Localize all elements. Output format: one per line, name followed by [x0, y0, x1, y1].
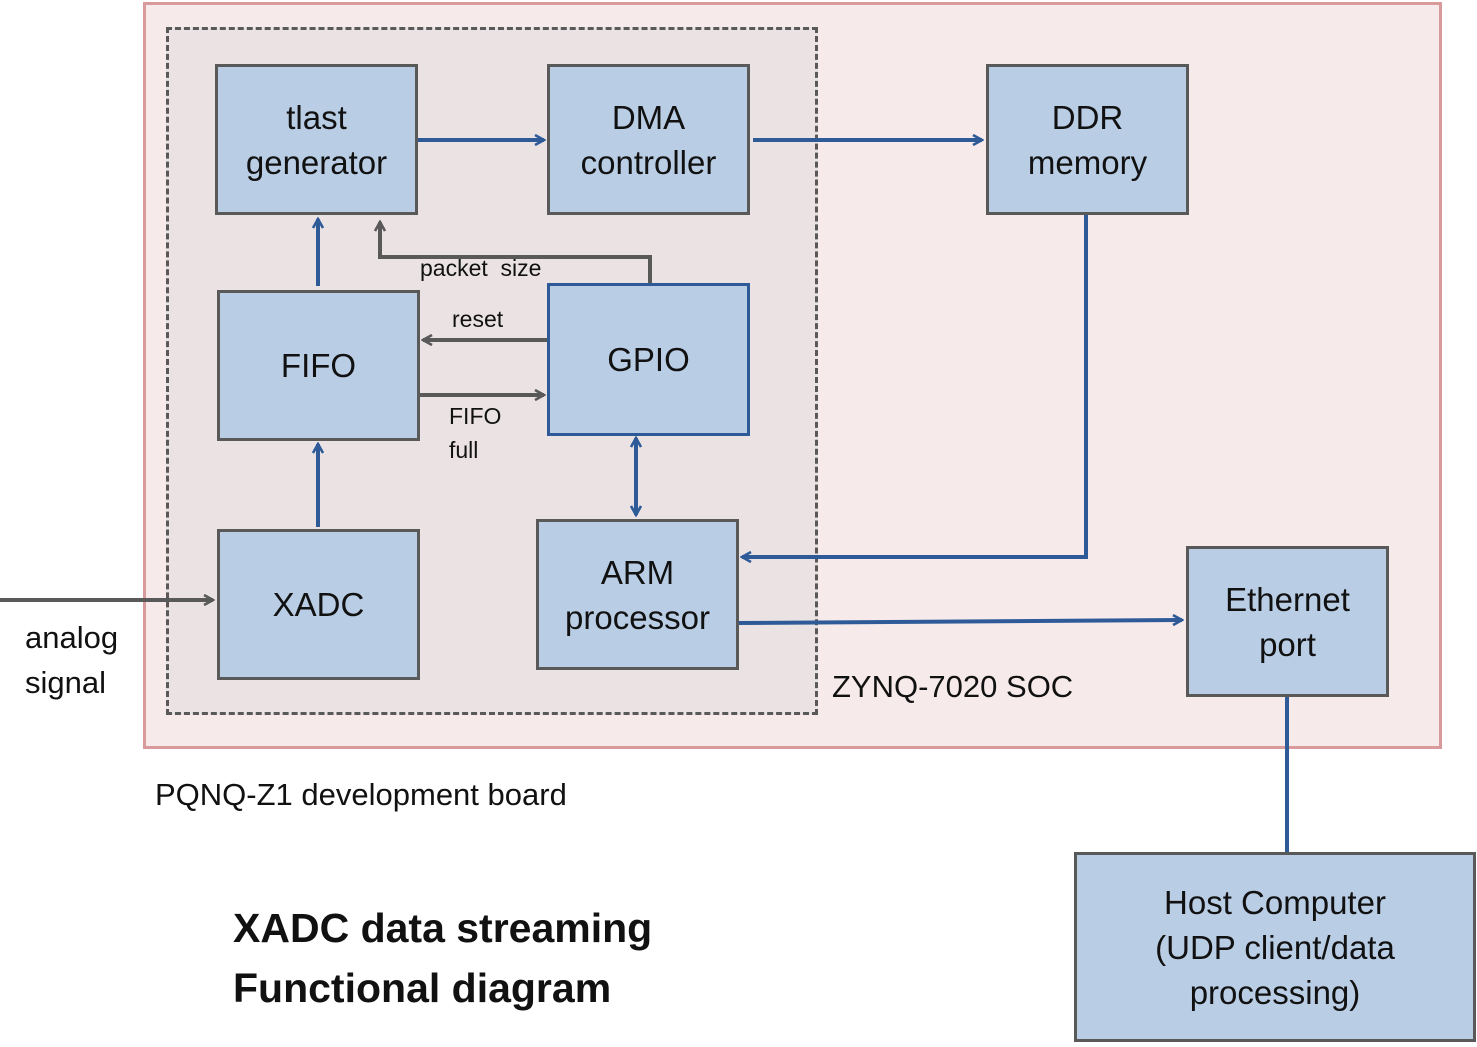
fifo-full-label: FIFO full: [449, 403, 502, 463]
fifo-block: FIFO: [217, 290, 420, 441]
arrow-arm-to-ethernet: [737, 620, 1182, 623]
diagram-title: XADC data streaming Functional diagram: [233, 905, 653, 1011]
soc-label: ZYNQ-7020 SOC: [832, 669, 1074, 704]
tlast-generator-block: tlast generator: [215, 64, 418, 215]
arm-processor-block: ARM processor: [536, 519, 739, 670]
xadc-block: XADC: [217, 529, 420, 680]
arrow-gpio-packet-size-to-tlast: [380, 222, 652, 283]
dma-controller-block: DMA controller: [547, 64, 750, 215]
analog-signal-label: analog signal: [25, 620, 119, 700]
board-label: PQNQ-Z1 development board: [155, 777, 567, 812]
arrow-ddr-to-arm: [742, 215, 1088, 557]
host-computer-block: Host Computer (UDP client/data processin…: [1074, 852, 1476, 1042]
ethernet-port-block: Ethernet port: [1186, 546, 1389, 697]
gpio-block: GPIO: [547, 283, 750, 436]
reset-label: reset: [452, 306, 504, 332]
packet-size-label: packet size: [420, 255, 542, 281]
ddr-memory-block: DDR memory: [986, 64, 1189, 215]
